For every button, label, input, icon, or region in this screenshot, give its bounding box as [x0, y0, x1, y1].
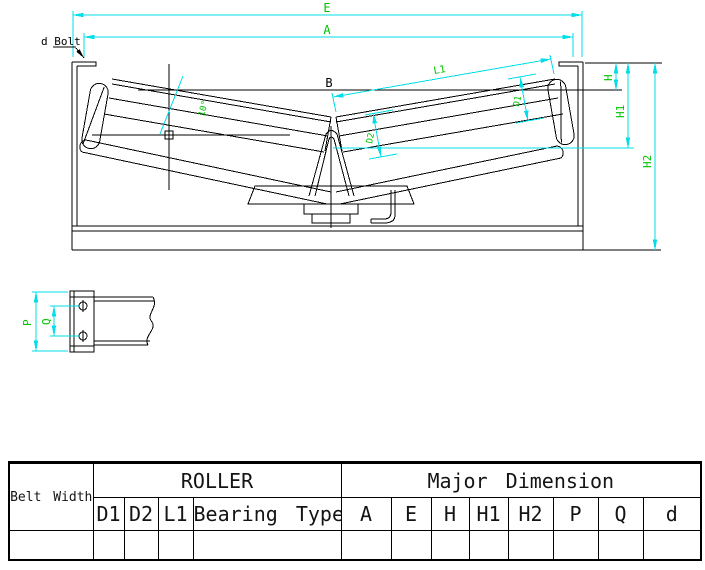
idler-drawing: d Bolt E A B L1 10° H H1 H2 D1 D2 P Q [21, 1, 662, 353]
dim-label-a: A [323, 23, 331, 37]
col-header-h: H [430, 497, 470, 531]
dim-label-d1: D1 [512, 95, 524, 108]
empty-cell [642, 530, 702, 560]
col-header-e: E [390, 497, 432, 531]
empty-cell [430, 530, 470, 560]
dim-label-q: Q [40, 318, 53, 325]
major-dimension-group-header: Major Dimension [340, 462, 702, 498]
dim-label-h2: H2 [641, 155, 654, 168]
roller-group-header: ROLLER [92, 462, 342, 498]
col-header-d2: D2 [123, 497, 159, 531]
col-header-d: d [642, 497, 702, 531]
dim-label-angle: 10° [197, 99, 211, 117]
empty-cell [507, 530, 554, 560]
dim-label-d2: D2 [365, 132, 377, 145]
empty-cell [92, 530, 125, 560]
col-header-q: Q [597, 497, 644, 531]
empty-cell [552, 530, 599, 560]
empty-cell [123, 530, 159, 560]
empty-cell [597, 530, 644, 560]
dim-label-l1: L1 [433, 64, 447, 77]
empty-cell [340, 530, 392, 560]
col-header-d1: D1 [92, 497, 125, 531]
dimension-labels: E A B L1 10° H H1 H2 D1 D2 P Q [21, 1, 654, 326]
dim-label-e: E [323, 1, 330, 15]
col-header-h1: H1 [468, 497, 509, 531]
side-view-drawing [69, 290, 155, 353]
empty-cell [157, 530, 194, 560]
side-view-dimensions [32, 291, 79, 352]
bolt-note-label: d Bolt [41, 35, 81, 48]
dim-label-p: P [21, 319, 34, 326]
bolt-callout: d Bolt [41, 35, 85, 59]
col-header-h2: H2 [507, 497, 554, 531]
empty-cell [468, 530, 509, 560]
spec-table: Belt Width ROLLER Major Dimension D1 D2 … [8, 461, 702, 561]
front-view-dimensions [72, 11, 658, 251]
empty-cell [8, 530, 94, 560]
col-header-a: A [340, 497, 392, 531]
dim-label-h1: H1 [614, 105, 627, 118]
col-header-l1: L1 [157, 497, 194, 531]
dim-label-h: H [602, 74, 615, 81]
empty-cell [192, 530, 342, 560]
col-header-bearing-type: Bearing Type [192, 497, 342, 531]
front-view-drawing [71, 61, 662, 251]
belt-width-header: Belt Width [8, 462, 94, 531]
dim-label-b: B [325, 76, 332, 90]
empty-cell [390, 530, 432, 560]
col-header-p: P [552, 497, 599, 531]
